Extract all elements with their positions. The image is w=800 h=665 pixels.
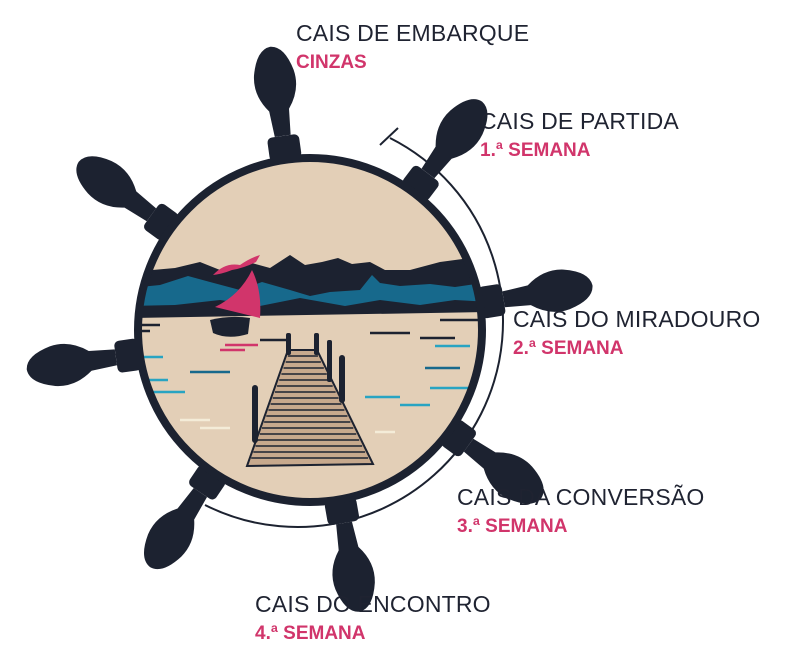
stage-miradouro: CAIS DO MIRADOURO 2.ª SEMANA xyxy=(513,306,761,359)
outer-ring-arc xyxy=(204,137,504,528)
dock-post xyxy=(314,333,319,355)
wheel-handle xyxy=(253,46,302,162)
stage-title: CAIS DO MIRADOURO xyxy=(513,306,761,332)
stage-subtitle: 4.ª SEMANA xyxy=(255,623,366,644)
stage-conversao: CAIS DA CONVERSÃO 3.ª SEMANA xyxy=(457,484,705,537)
wheel-handle xyxy=(478,269,593,319)
porthole-rim xyxy=(134,154,486,506)
stage-subtitle: 3.ª SEMANA xyxy=(457,516,568,537)
dock-post xyxy=(327,340,332,382)
wheel-handle xyxy=(144,465,226,570)
stage-subtitle: 1.ª SEMANA xyxy=(480,140,591,161)
stage-title: CAIS DE PARTIDA xyxy=(480,108,679,134)
dock-post xyxy=(252,385,258,443)
wheel-handle xyxy=(26,338,142,387)
stage-title: CAIS DE EMBARQUE xyxy=(296,20,530,46)
stage-subtitle: 2.ª SEMANA xyxy=(513,338,624,359)
stage-encontro: CAIS DO ENCONTRO 4.ª SEMANA xyxy=(255,591,491,644)
boat-flag xyxy=(213,255,260,275)
dock-post xyxy=(339,355,345,403)
wheel-handle xyxy=(402,99,488,201)
dock-post xyxy=(286,333,291,355)
stage-subtitle: CINZAS xyxy=(296,52,367,73)
boat-sail xyxy=(215,270,261,318)
dock xyxy=(245,349,375,468)
stage-title: CAIS DO ENCONTRO xyxy=(255,591,491,617)
lake-scene xyxy=(140,160,480,500)
wheel-handle xyxy=(76,156,179,240)
stage-partida: CAIS DE PARTIDA 1.ª SEMANA xyxy=(480,108,679,161)
ring-tick xyxy=(379,127,399,146)
boat-hull xyxy=(210,316,250,337)
stage-title: CAIS DA CONVERSÃO xyxy=(457,484,705,510)
stage-embarque: CAIS DE EMBARQUE CINZAS xyxy=(296,20,530,73)
wheel-handle xyxy=(441,420,544,504)
mountains-blue xyxy=(140,275,480,306)
